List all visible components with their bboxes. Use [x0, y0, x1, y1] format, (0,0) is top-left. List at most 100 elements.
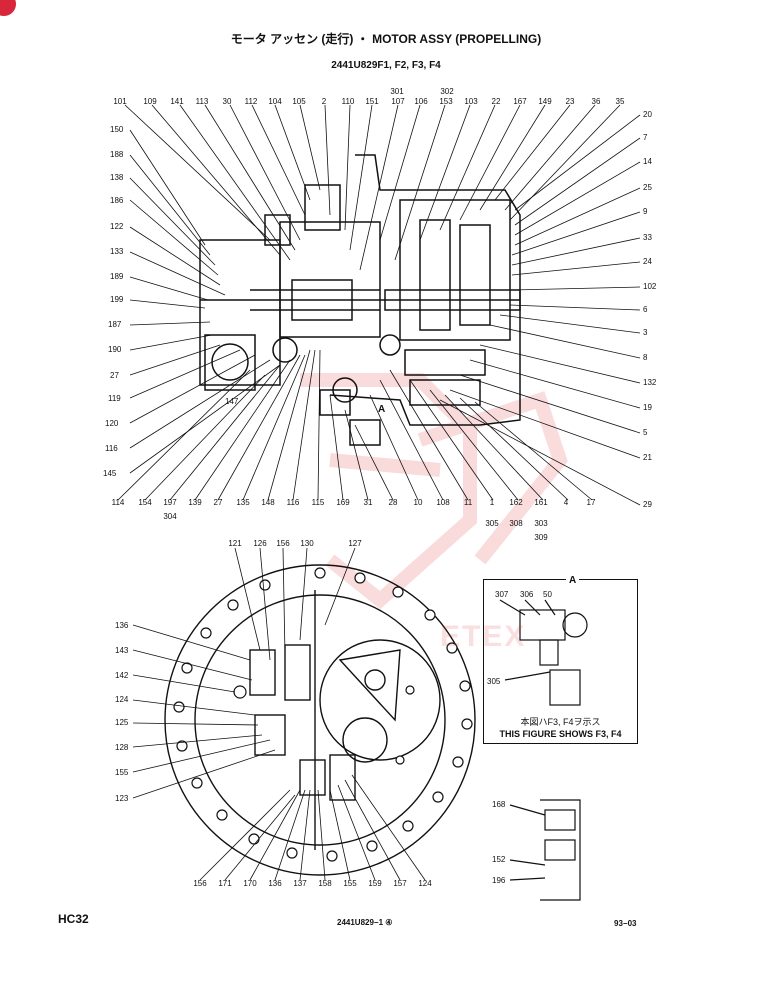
- callout: 21: [643, 453, 652, 462]
- callout: 187: [108, 320, 122, 329]
- callout: 22: [491, 97, 501, 106]
- callout: 133: [110, 247, 124, 256]
- callout: 162: [509, 498, 523, 507]
- callout: 101: [113, 97, 127, 106]
- callout: 27: [213, 498, 223, 507]
- callout: 113: [195, 97, 209, 106]
- callout: 3: [643, 328, 648, 337]
- callout: 155: [115, 768, 129, 777]
- callout: 148: [261, 498, 275, 507]
- callout: 132: [643, 378, 657, 387]
- callout: 110: [341, 97, 355, 106]
- callout: 2: [321, 97, 327, 106]
- callout: 125: [115, 718, 129, 727]
- callout: 106: [414, 97, 428, 106]
- callout: 189: [110, 272, 124, 281]
- callout: 190: [108, 345, 122, 354]
- inset-caption-en: THIS FIGURE SHOWS F3, F4: [499, 729, 622, 739]
- side-detail: [509, 799, 581, 901]
- callout: 143: [115, 646, 129, 655]
- inset-detail: [499, 599, 588, 706]
- callout: 304: [163, 512, 177, 521]
- watermark-text: ETEX: [440, 620, 527, 653]
- callout: 17: [586, 498, 596, 507]
- callout: 8: [643, 353, 648, 362]
- callout: 19: [643, 403, 652, 412]
- end-view: [164, 564, 476, 876]
- callout: 186: [110, 196, 124, 205]
- callout: 123: [115, 794, 129, 803]
- inset-marker: A: [566, 576, 580, 586]
- callout: 29: [643, 500, 652, 509]
- callout: 107: [391, 97, 405, 106]
- footer-drawing-number: 2441U829−1 ④: [337, 918, 393, 927]
- callout: 168: [492, 800, 506, 809]
- view-marker-a: A: [378, 404, 386, 415]
- callout: 159: [368, 879, 382, 888]
- callout: 4: [563, 498, 569, 507]
- callout: 150: [110, 125, 124, 134]
- callout: 109: [143, 97, 157, 106]
- callout: 126: [253, 539, 267, 548]
- callout: 308: [509, 519, 523, 528]
- callout: 156: [276, 539, 290, 548]
- callout: 136: [268, 879, 282, 888]
- upper-leader-lines: [117, 104, 641, 506]
- callout: 25: [643, 183, 652, 192]
- callout: 199: [110, 295, 124, 304]
- callout: 28: [388, 498, 398, 507]
- callout: 135: [236, 498, 250, 507]
- callout: 50: [543, 590, 552, 599]
- inset-caption-jp: 本図ハF3, F4ヲ示ス: [520, 717, 601, 727]
- callout: 142: [115, 671, 129, 680]
- callout: 303: [534, 519, 548, 528]
- callout: 31: [363, 498, 373, 507]
- callout: 104: [268, 97, 282, 106]
- callout: 124: [115, 695, 129, 704]
- callout: 138: [110, 173, 124, 182]
- callout: 301: [390, 87, 404, 96]
- callout: 169: [336, 498, 350, 507]
- callout: 116: [105, 444, 118, 453]
- callout: 167: [513, 97, 527, 106]
- callout: 119: [108, 394, 121, 403]
- callout: 141: [170, 97, 184, 106]
- callout: 307: [495, 590, 509, 599]
- callout: 1: [489, 498, 495, 507]
- callout: 30: [222, 97, 232, 106]
- callout: 14: [643, 157, 652, 166]
- motor-cross-section: [199, 154, 521, 446]
- callout: 149: [538, 97, 552, 106]
- footer-model: HC32: [58, 912, 89, 926]
- callout: 23: [565, 97, 575, 106]
- lower-leader-lines: [132, 547, 426, 881]
- callout: 124: [418, 879, 432, 888]
- callout: 137: [293, 879, 307, 888]
- callout: 7: [643, 133, 648, 142]
- callout: 35: [615, 97, 625, 106]
- callout: 108: [436, 498, 450, 507]
- callout: 102: [643, 282, 657, 291]
- bolt-holes: [173, 567, 473, 862]
- callout: 151: [365, 97, 379, 106]
- callout: 196: [492, 876, 506, 885]
- callout: 9: [643, 207, 648, 216]
- callout: 121: [228, 539, 242, 548]
- callout: 127: [348, 539, 362, 548]
- callout: 103: [464, 97, 478, 106]
- part-number: 2441U829F1, F2, F3, F4: [331, 60, 441, 71]
- callout: 145: [103, 469, 117, 478]
- callout: 154: [138, 498, 152, 507]
- callout: 130: [300, 539, 314, 548]
- callout: 153: [439, 97, 453, 106]
- callout: 302: [440, 87, 454, 96]
- callout: 152: [492, 855, 506, 864]
- callout: 139: [188, 498, 202, 507]
- callout: 171: [218, 879, 232, 888]
- callout: 170: [243, 879, 257, 888]
- callout: 36: [591, 97, 601, 106]
- callout: 116: [286, 498, 300, 507]
- callout: 5: [643, 428, 648, 437]
- callout: 24: [643, 257, 652, 266]
